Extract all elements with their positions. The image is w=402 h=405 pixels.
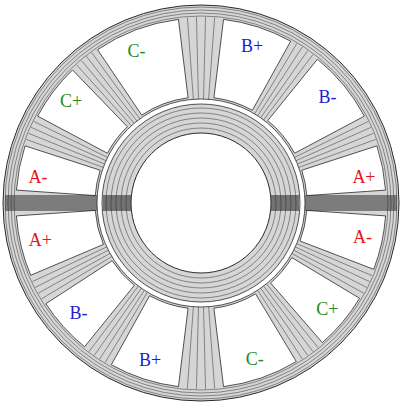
air-gap — [97, 99, 305, 307]
phase-label: B- — [318, 88, 336, 106]
phase-label: B+ — [241, 37, 263, 55]
stator-core — [3, 5, 399, 401]
phase-label: A+ — [352, 168, 375, 186]
yoke-flux — [5, 7, 397, 399]
rotor-core — [102, 104, 300, 302]
tooth-flux — [26, 17, 376, 389]
winding-slots — [16, 19, 385, 386]
phase-label: B+ — [139, 351, 161, 369]
phase-label: A- — [353, 228, 372, 246]
phase-label: A+ — [29, 231, 52, 249]
phase-label: B- — [69, 304, 87, 322]
shaft-bore — [131, 133, 271, 273]
phase-label: C- — [246, 350, 264, 368]
phase-label: C+ — [316, 300, 338, 318]
rotor-flux — [106, 108, 296, 298]
phase-label: A- — [29, 168, 48, 186]
phase-label: C+ — [60, 92, 82, 110]
phase-label: C- — [128, 42, 146, 60]
